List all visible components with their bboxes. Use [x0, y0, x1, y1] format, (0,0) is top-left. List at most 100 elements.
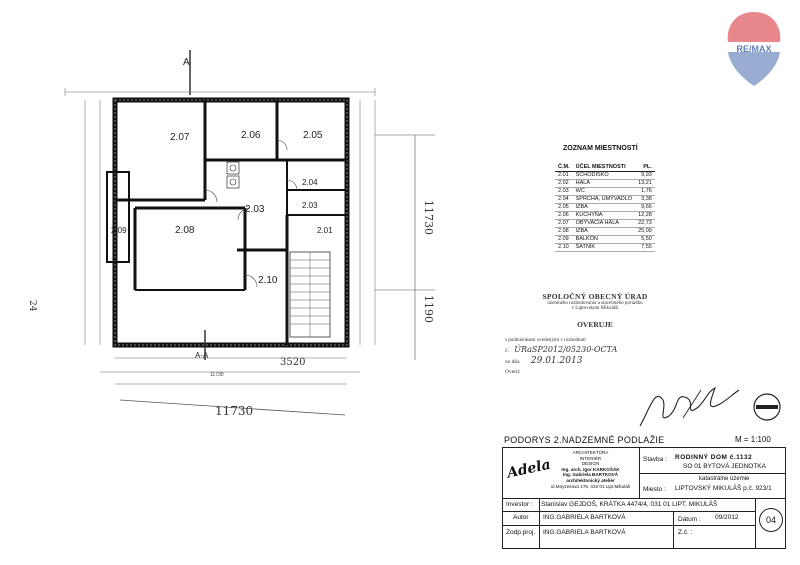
room-number: 2.06: [555, 211, 573, 220]
label-zodp: Zodp.proj.: [506, 529, 536, 536]
north-symbol: [752, 392, 782, 422]
room-number: 2.01: [555, 171, 573, 180]
label-datum: Dátum :: [678, 516, 701, 523]
room-purpose: KUCHYŇA: [572, 211, 636, 220]
room-area: 12,28: [635, 211, 655, 220]
room-number: 2.03: [555, 187, 573, 196]
room-purpose: BALKÓN: [572, 235, 636, 244]
room-purpose: OBÝVACIA HALA: [572, 219, 636, 228]
label-investor: Investor :: [506, 501, 533, 508]
room-number: 2.07: [555, 219, 573, 228]
stamp-office: SPOLOČNÝ OBECNÝ ÚRAD: [542, 292, 648, 301]
sheet-title: PODORYS 2.NADZEMNÉ PODLAŽIE: [504, 435, 665, 445]
room-area: 25,09: [635, 227, 655, 236]
room-area: 5,50: [635, 235, 655, 244]
stamp-verified-by: Overil:: [505, 369, 521, 375]
room-purpose: IZBA: [572, 227, 636, 236]
room-purpose: SPRCHA, UMÝVADLO: [572, 195, 636, 204]
room-purpose: SCHODISKO: [572, 171, 636, 180]
miesto-value: LIPTOVSKÝ MIKULÁŠ p.č. 923/1: [675, 485, 772, 492]
room-area: 9,66: [635, 203, 655, 212]
autor-value: ING.GABRIELA BARTKOVÁ: [543, 514, 626, 521]
room-area: 9,93: [635, 171, 655, 180]
investor-value: Stanislav GEJDOŠ, KRÁTKA 4474/4, 031 01 …: [541, 501, 718, 508]
room-number: 2.09: [555, 235, 573, 244]
label-autor: Autor: [513, 514, 529, 521]
label-miesto: Miesto :: [643, 486, 666, 493]
room-label: 2.08: [175, 225, 195, 236]
room-purpose: WC: [572, 187, 636, 196]
room-label: 2.09: [111, 226, 127, 235]
firm-line: ul.Moyzesova 176, 032 01 Lipt.Mikuláš: [550, 483, 631, 489]
room-area: 7,55: [635, 243, 655, 252]
handwritten-dimension: 11730: [422, 200, 435, 235]
dimension-text: 11730: [210, 372, 224, 378]
firm-logo-text: Adela: [505, 456, 553, 482]
section-mark-bottom: A-A: [195, 351, 209, 360]
margin-note: 24: [27, 300, 37, 312]
sheet-number-badge: 04: [759, 508, 783, 532]
col-header-no: Č.M.: [555, 164, 573, 172]
firm-line: architektonický ateliér: [566, 477, 615, 483]
room-number: 2.10: [555, 243, 573, 252]
room-label: 2.03: [245, 204, 265, 215]
firm-logo: Adela: [503, 448, 553, 498]
room-number: 2.04: [555, 195, 573, 204]
handwritten-dimension: 3520: [280, 357, 305, 368]
stamp-line1: s podmienkami uvedenými v rozhodnutí: [505, 338, 586, 343]
room-label: 2.10: [258, 275, 278, 286]
firm-line: DESIGN: [581, 461, 600, 467]
firm-line: Ing. Gabriela BARTKOVÁ: [562, 472, 619, 478]
room-area: 13,21: [635, 179, 655, 188]
scale: M = 1:100: [735, 435, 771, 444]
sheet-number: 04: [765, 515, 776, 525]
signature: [635, 378, 745, 433]
room-label: 2.01: [317, 226, 333, 235]
label-zc: Z.č. :: [678, 529, 693, 536]
room-label: 2.03: [302, 201, 318, 210]
room-number: 2.05: [555, 203, 573, 212]
stavba-value: RODINNÝ DOM č.1132: [675, 454, 753, 461]
approval-stamp: SPOLOČNÝ OBECNÝ ÚRAD územného rozhodovan…: [505, 292, 685, 375]
remax-logo-text: RE/MAX: [736, 44, 772, 54]
stamp-sub1: územného rozhodovania a stavebného poria…: [547, 301, 643, 306]
stamp-date-hand: 29.01.2013: [530, 356, 583, 366]
firm-line: INTERIÉR: [579, 455, 602, 461]
floor-plan: A: [15, 40, 485, 420]
stavba-sub: SO 01 BYTOVÁ JEDNOTKA: [683, 463, 766, 470]
room-area: 1,76: [635, 187, 655, 196]
stamp-verified: OVERUJE: [577, 320, 613, 329]
room-purpose: ŠATNÍK: [572, 243, 636, 252]
firm-line: Ing. arch. Igor KARKOŠÁK: [561, 466, 620, 472]
stamp-number-label: č.: [505, 348, 509, 354]
room-purpose: HALA: [572, 179, 636, 188]
room-label: 2.06: [241, 130, 261, 141]
room-label: 2.07: [170, 132, 190, 143]
handwritten-dimension: 1190: [422, 295, 435, 323]
room-area: 22,73: [635, 219, 655, 228]
zodp-value: ING.GABRIELA BARTKOVÁ: [543, 529, 626, 536]
remax-logo: RE/MAX: [724, 8, 784, 88]
label-stavba: Stavba :: [643, 456, 667, 463]
stamp-sub2: v Liptovskom Mikuláši: [571, 306, 619, 311]
room-area: 3,38: [635, 195, 655, 204]
room-number: 2.08: [555, 227, 573, 236]
room-list: ZOZNAM MIESTNOSTÍ Č.M. ÚČEL MIESTNOSTI P…: [555, 145, 695, 252]
miesto-sub: katastrálne územie: [699, 476, 750, 482]
title-block: Adela ARCHITEKTÚRA INTERIÉR DESIGN Ing. …: [502, 447, 786, 549]
stamp-date-label: zo dňa: [505, 359, 520, 365]
col-header-area: PL.: [635, 164, 655, 172]
room-number: 2.02: [555, 179, 573, 188]
handwritten-dimension: 11730: [215, 404, 253, 418]
